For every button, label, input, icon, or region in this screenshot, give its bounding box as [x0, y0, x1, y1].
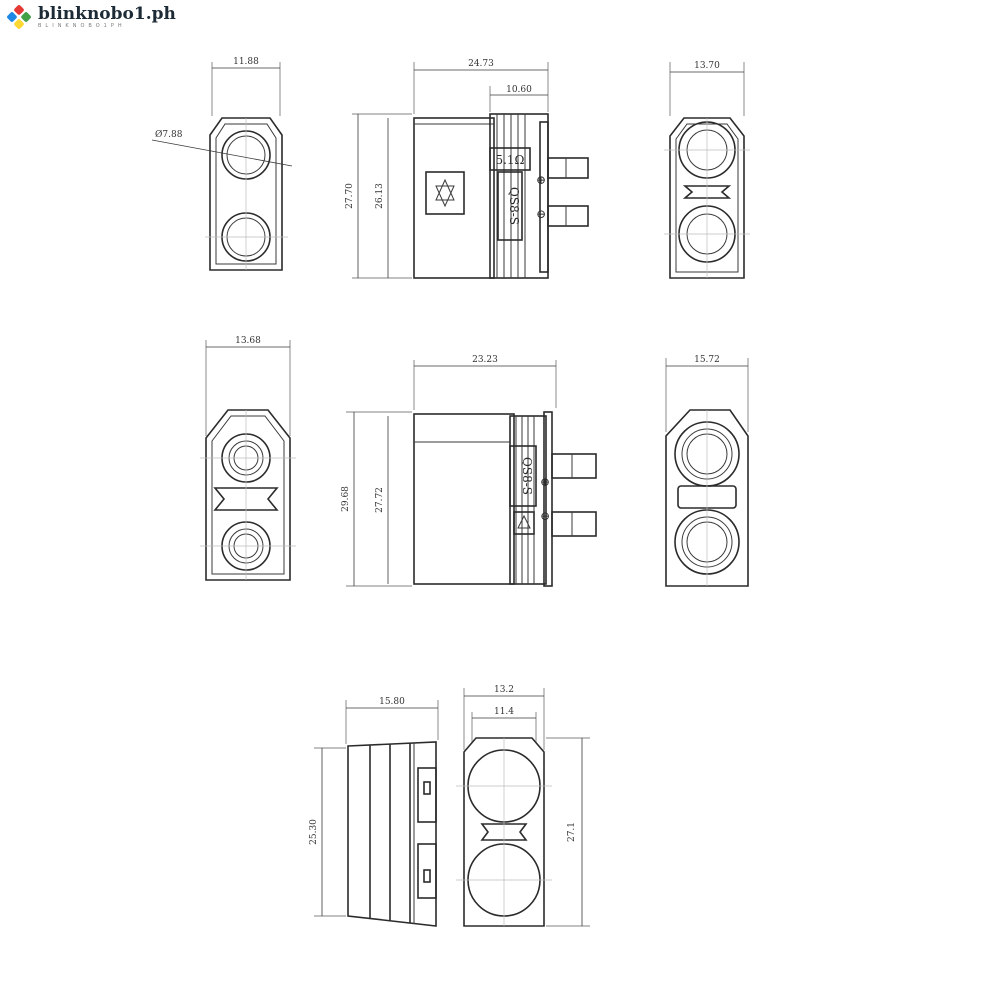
brand-text: blinknobo1.ph BLINKNOBO1PH [38, 5, 176, 29]
brand-logo: blinknobo1.ph BLINKNOBO1PH [6, 4, 176, 30]
view8-outer-w-dim: 13.2 [494, 685, 514, 695]
view7-latch-bottom [417, 843, 437, 899]
view-bottom-left-side: 15.80 25.30 [309, 697, 439, 927]
view-top-middle-side: 5.1Ω QS8-S ⊕ ⊖ 24.73 10.60 27.70 26.13 [345, 59, 589, 279]
view5-logo-box [513, 511, 535, 535]
view2-outer-h-dim: 27.70 [345, 183, 355, 209]
view2-flange [539, 121, 549, 273]
view-mid-middle-side: QS8-S ⊕ ⊖ 23.23 29.68 27.72 [341, 355, 597, 587]
view8-key [480, 823, 528, 841]
view7-h-dim: 25.30 [309, 819, 319, 845]
view5-logo-star-icon [517, 514, 531, 529]
view2-body [413, 117, 495, 279]
view1-inner-outline [215, 123, 277, 265]
view6-outline [665, 409, 749, 587]
view7-latch-top-slot [423, 781, 431, 795]
view1-hole-dim: Ø7.88 [155, 129, 183, 140]
view7-length-dim: 15.80 [379, 697, 405, 707]
view4-outline [205, 409, 291, 581]
logo-tile-yellow [14, 19, 24, 29]
view2-length-dim: 24.73 [468, 59, 494, 69]
logo-tile-red [14, 5, 24, 15]
view-mid-right-rear: 15.72 [665, 355, 749, 587]
view3-inner-outline [675, 123, 739, 273]
view2-tail-dim: 10.60 [506, 85, 532, 95]
view5-model-box [509, 445, 537, 507]
brand-diamond-icon [7, 5, 31, 29]
view7-latch-bottom-slot [423, 869, 431, 883]
view7-outline [347, 741, 437, 927]
view3-key [682, 185, 732, 199]
view-top-left-front: Ø7.88 11.88 [151, 57, 293, 271]
view8-inner-w-dim: 11.4 [494, 707, 514, 717]
view5-outer-h-dim: 29.68 [341, 486, 351, 512]
view1-hole-leader [151, 139, 293, 167]
view5-inner-h-dim: 27.72 [375, 487, 385, 513]
view2-resistor-label: 5.1Ω [495, 153, 524, 167]
brand-name: blinknobo1.ph [38, 4, 176, 24]
view-mid-left-front: 13.68 [200, 336, 296, 581]
view5-length-dim: 23.23 [472, 355, 498, 365]
view2-logo-star-icon [435, 178, 455, 208]
view2-minus-mark: ⊖ [536, 207, 546, 221]
view-top-right-rear: 13.70 [664, 61, 750, 279]
view5-plus-mark: ⊕ [540, 475, 550, 489]
view2-pin-top [547, 157, 589, 179]
view6-width-dim: 15.72 [694, 355, 720, 365]
view2-model-label: QS8-S [507, 187, 521, 225]
logo-tile-blue [7, 12, 17, 22]
view5-minus-mark: ⊖ [540, 509, 550, 523]
view1-outline [209, 117, 283, 271]
logo-tile-green [21, 12, 31, 22]
view2-pin-bottom [547, 205, 589, 227]
view5-body [413, 413, 515, 585]
view4-width-dim: 13.68 [235, 336, 261, 346]
view5-model-label: QS8-S [520, 457, 534, 495]
view5-pin-top [551, 453, 597, 479]
view3-width-dim: 13.70 [694, 61, 720, 71]
view4-key [213, 487, 279, 511]
view7-latch-top [417, 767, 437, 823]
view8-outline [463, 737, 545, 927]
brand-subtitle: BLINKNOBO1PH [38, 23, 126, 29]
view4-inner-outline [211, 415, 285, 575]
view2-logo-box [425, 171, 465, 215]
view2-plus-mark: ⊕ [536, 173, 546, 187]
view-bottom-right-front: 13.2 11.4 27.1 [456, 685, 590, 927]
view5-pin-bottom [551, 511, 597, 537]
view1-width-dim: 11.88 [233, 57, 259, 67]
view3-outline [669, 117, 745, 279]
view2-inner-h-dim: 26.13 [375, 183, 385, 209]
view2-model-box [497, 171, 523, 241]
view2-resistor-box [489, 147, 531, 171]
view8-h-dim: 27.1 [567, 822, 577, 842]
view5-flange [543, 411, 553, 587]
